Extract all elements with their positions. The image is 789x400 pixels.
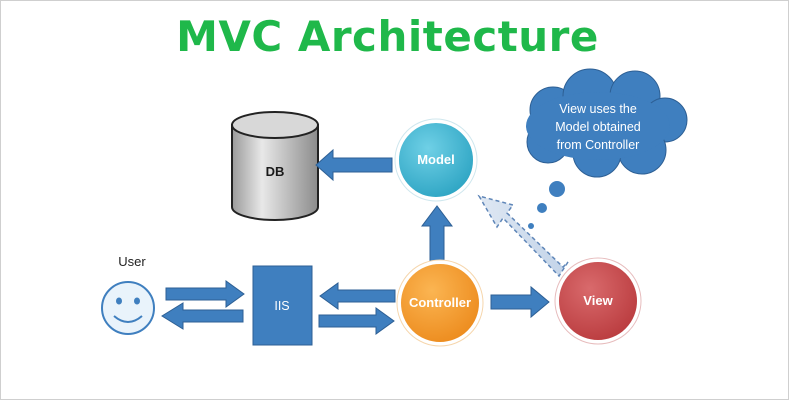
- callout-line-1: View uses the: [559, 102, 637, 116]
- arrow-user-to-iis: [165, 280, 245, 308]
- iis-node: IIS: [252, 265, 313, 346]
- arrow-iis-to-controller: [318, 307, 395, 335]
- user-node: User: [101, 254, 155, 335]
- thought-bubble-small: [528, 223, 534, 229]
- callout-line-3: from Controller: [557, 138, 640, 152]
- view-node: View: [554, 257, 642, 345]
- controller-node: Controller: [396, 259, 484, 347]
- arrow-controller-to-model: [421, 205, 453, 263]
- db-node: DB: [231, 111, 319, 221]
- arrow-view-uses-model: [477, 194, 569, 278]
- controller-label: Controller: [409, 295, 471, 310]
- view-label: View: [583, 293, 613, 308]
- model-label: Model: [417, 152, 455, 167]
- arrow-controller-to-iis: [319, 282, 396, 310]
- callout-cloud: View uses the Model obtained from Contro…: [526, 68, 688, 229]
- smiley-face-icon: [101, 281, 155, 335]
- arrow-iis-to-user: [161, 302, 244, 330]
- callout-line-2: Model obtained: [555, 120, 641, 134]
- model-node: Model: [394, 118, 478, 202]
- user-label: User: [118, 254, 146, 269]
- thought-bubble-medium: [537, 203, 547, 213]
- arrow-model-to-db: [315, 148, 393, 182]
- arrow-controller-to-view: [490, 285, 550, 319]
- db-label: DB: [266, 164, 285, 179]
- thought-bubble-large: [549, 181, 565, 197]
- iis-label: IIS: [274, 299, 289, 313]
- page-title: MVC Architecture: [176, 12, 599, 61]
